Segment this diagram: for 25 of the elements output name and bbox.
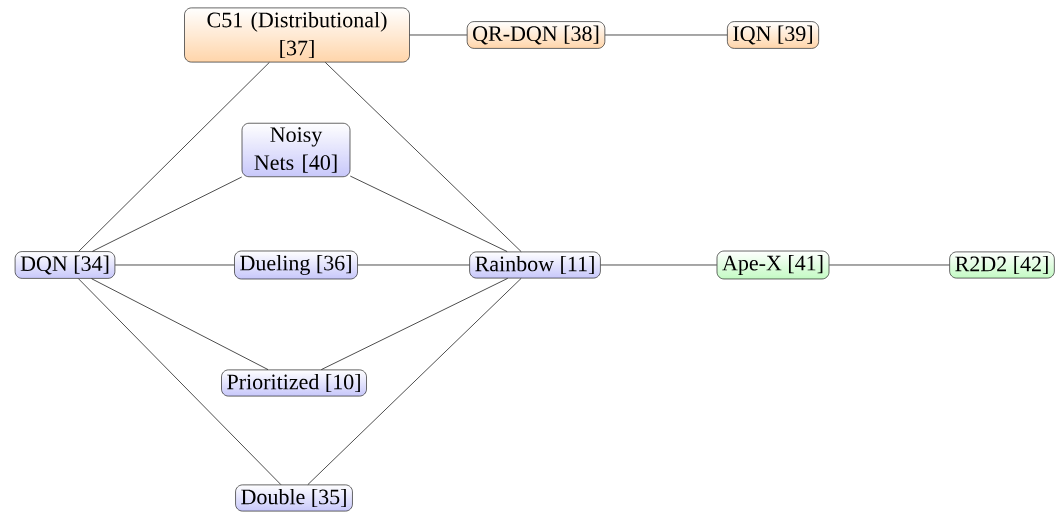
method-box: Prioritized [10] — [221, 369, 367, 397]
method-box: DQN [34] — [14, 251, 116, 279]
connector-line — [604, 34, 728, 36]
method-box: Ape-X [41] — [716, 250, 830, 280]
connector-line — [349, 175, 508, 252]
connector-line — [114, 264, 235, 266]
method-box: QR-DQN [38] — [466, 21, 606, 49]
connector-line — [91, 278, 269, 370]
connector-line — [357, 264, 470, 266]
method-box: Double [35] — [235, 484, 353, 512]
connector-line — [409, 34, 468, 36]
connector-line — [321, 278, 508, 370]
method-box: Noisy Nets [40] — [241, 122, 351, 178]
connector-line — [828, 264, 950, 266]
method-box: Rainbow [11] — [469, 251, 601, 279]
connector-line — [78, 278, 282, 485]
method-box: Dueling [36] — [234, 250, 358, 280]
method-box: R2D2 [42] — [949, 251, 1055, 279]
connector-line — [324, 62, 522, 252]
method-box: IQN [39] — [727, 21, 819, 49]
connector-line — [600, 264, 718, 266]
connector-line — [78, 62, 270, 252]
connector-line — [92, 176, 243, 252]
method-box: C51 (Distributional) [37] — [184, 7, 410, 63]
connector-line — [307, 278, 522, 485]
